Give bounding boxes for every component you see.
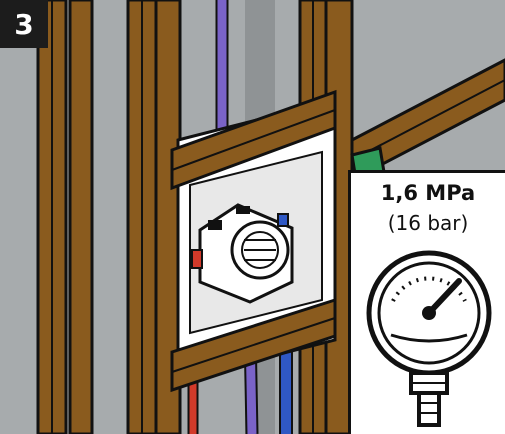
pressure-bar-label: (16 bar) — [351, 211, 505, 235]
pressure-callout: 1,6 MPa (16 bar) — [348, 170, 505, 434]
stud-1 — [38, 0, 66, 434]
pressure-gauge-icon — [351, 243, 505, 433]
step-number-badge: 3 — [0, 0, 48, 48]
pressure-mpa-label: 1,6 MPa — [351, 181, 505, 205]
stud-3 — [128, 0, 156, 434]
stud-2 — [70, 0, 92, 434]
